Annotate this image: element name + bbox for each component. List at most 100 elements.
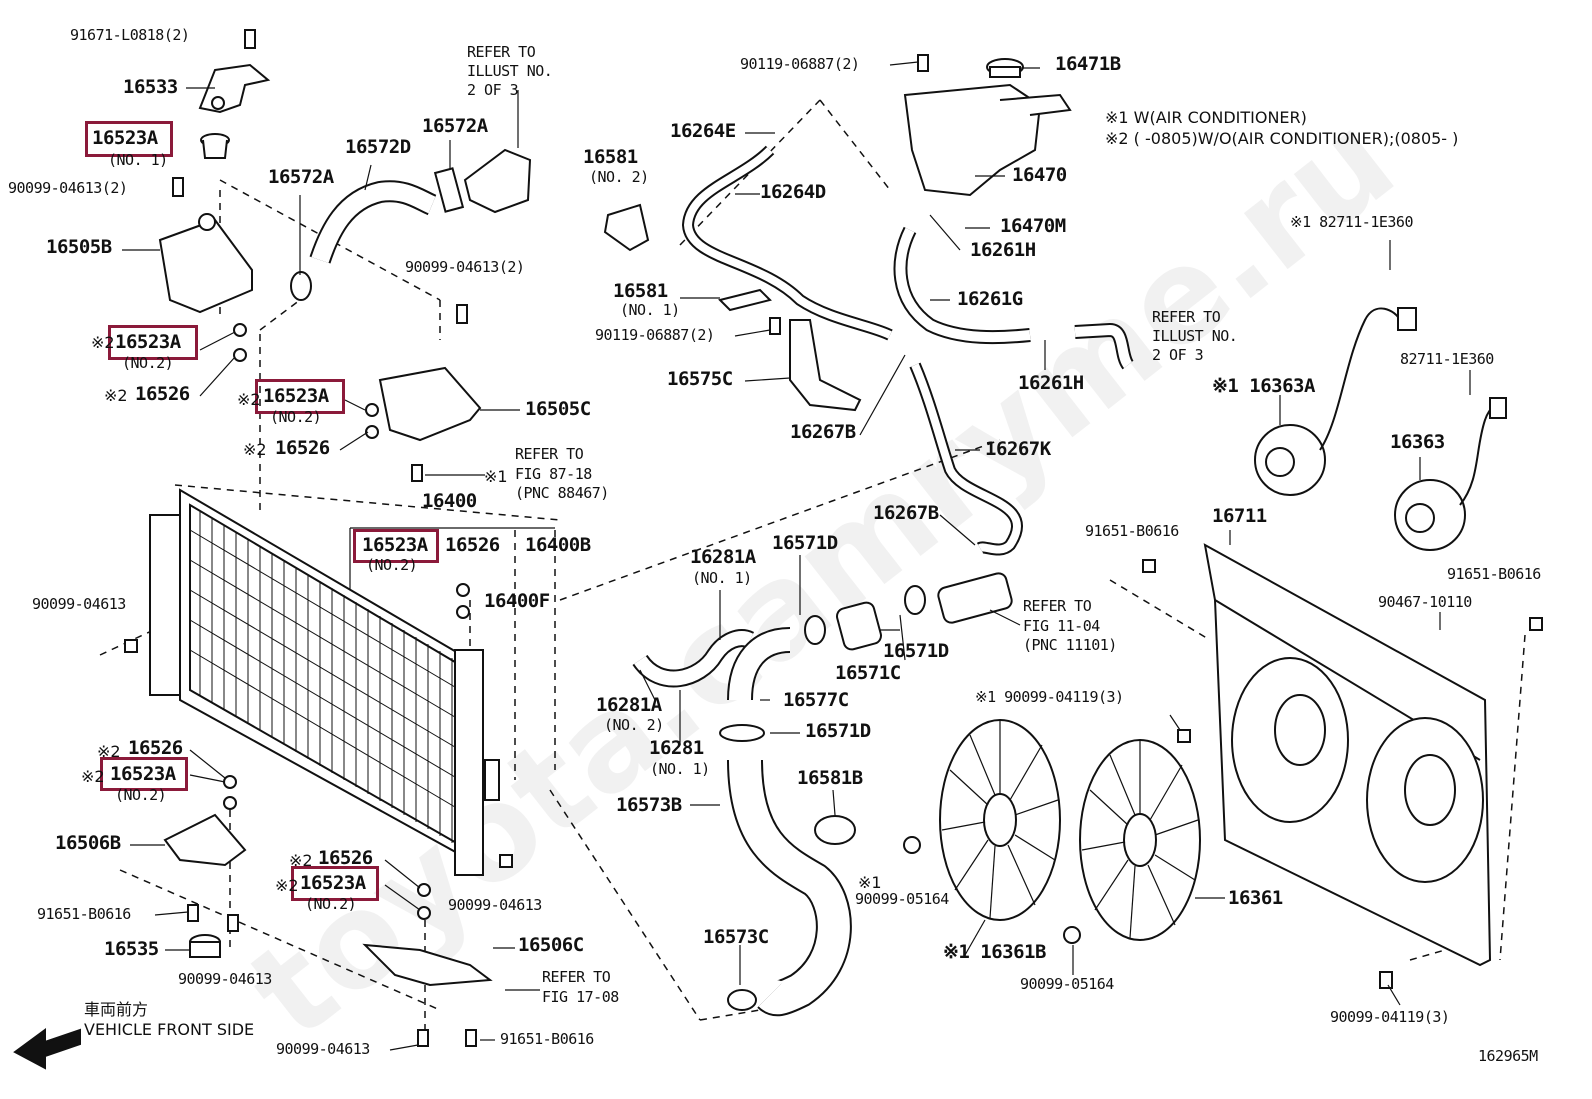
label-90099-04613-c[interactable]: 90099-04613: [448, 896, 542, 914]
label-16571d-b[interactable]: 16571D: [883, 640, 949, 662]
bracket-16506b: [163, 813, 247, 867]
label-90099-04613-a[interactable]: 90099-04613: [32, 595, 126, 613]
note-marker-2: ※2: [104, 386, 128, 405]
highlight-box-16523a-4: [353, 529, 439, 563]
label-16281a-no1-sub: (NO. 1): [692, 569, 752, 587]
label-91651-b0616-a[interactable]: 91651-B0616: [37, 905, 131, 923]
label-16523a-no2-b[interactable]: 16523A: [263, 385, 329, 407]
label-16363a[interactable]: ※1 16363A: [1212, 375, 1315, 397]
refer-illust-2[interactable]: REFER TO ILLUST NO. 2 OF 3: [1152, 308, 1238, 364]
label-16581-no2[interactable]: 16581: [583, 146, 638, 168]
label-16523a-no2-d[interactable]: 16523A: [110, 763, 176, 785]
highlight-box-16523a-2: [108, 325, 198, 360]
label-16523a-no2-c[interactable]: 16523A: [362, 534, 428, 556]
refer-illust-1[interactable]: REFER TO ILLUST NO. 2 OF 3: [467, 43, 553, 99]
label-16523a-no2-e-sub: (NO.2): [305, 895, 357, 913]
label-16523a-no1[interactable]: 16523A: [92, 127, 158, 149]
label-16506b[interactable]: 16506B: [55, 832, 121, 854]
label-16470m[interactable]: 16470M: [1000, 215, 1066, 237]
label-16573c[interactable]: 16573C: [703, 926, 769, 948]
label-16577c[interactable]: 16577C: [783, 689, 849, 711]
refer-fig-11-04[interactable]: REFER TO FIG 11-04 (PNC 11101): [1023, 597, 1117, 654]
note-marker-1: ※1: [858, 873, 882, 892]
label-16581b[interactable]: 16581B: [797, 767, 863, 789]
refer-fig-87-18[interactable]: REFER TO FIG 87-18 (PNC 88467): [515, 445, 609, 502]
label-16523a-no1-sub: (NO. 1): [108, 151, 168, 169]
label-82711-1e360-b[interactable]: 82711-1E360: [1400, 350, 1494, 368]
highlight-box-16523a-5: [100, 757, 188, 791]
label-16571c[interactable]: 16571C: [835, 662, 901, 684]
label-16281[interactable]: 16281: [649, 737, 704, 759]
label-90099-04119-3a[interactable]: ※1 90099-04119(3): [975, 688, 1124, 706]
label-16264d[interactable]: 16264D: [760, 181, 826, 203]
label-16400b[interactable]: 16400B: [525, 534, 591, 556]
front-side-en: VEHICLE FRONT SIDE: [84, 1020, 255, 1039]
label-90099-04613-b[interactable]: 90099-04613: [178, 970, 272, 988]
label-16526-a[interactable]: 16526: [135, 383, 190, 405]
label-90099-04119-3b[interactable]: 90099-04119(3): [1330, 1008, 1450, 1026]
mount-16535: [189, 934, 221, 958]
label-16571d-c[interactable]: 16571D: [805, 720, 871, 742]
label-90099-05164-b[interactable]: 90099-05164: [1020, 975, 1114, 993]
label-16506c[interactable]: 16506C: [518, 934, 584, 956]
label-82711-1e360-a[interactable]: ※1 82711-1E360: [1290, 213, 1413, 231]
note-marker-2: ※2: [81, 767, 105, 786]
bracket-16581: [603, 203, 772, 312]
label-16267b-a[interactable]: 16267B: [790, 421, 856, 443]
label-16281a-no1[interactable]: 16281A: [690, 546, 756, 568]
label-16400f[interactable]: 16400F: [484, 590, 550, 612]
label-16471b[interactable]: 16471B: [1055, 53, 1121, 75]
label-90467-10110[interactable]: 90467-10110: [1378, 593, 1472, 611]
label-16261h-a[interactable]: 16261H: [970, 239, 1036, 261]
label-16535[interactable]: 16535: [104, 938, 159, 960]
bracket-16575c: [789, 319, 862, 412]
front-arrow-icon: [13, 1028, 81, 1070]
label-91671-l0818[interactable]: 91671-L0818(2): [70, 26, 190, 44]
label-16470[interactable]: 16470: [1012, 164, 1067, 186]
note-marker-2: ※2: [91, 333, 115, 352]
label-16711[interactable]: 16711: [1212, 505, 1267, 527]
label-16581-no2-sub: (NO. 2): [589, 168, 649, 186]
label-16571d-a[interactable]: 16571D: [772, 532, 838, 554]
note-1: ※1 W(AIR CONDITIONER): [1105, 108, 1307, 127]
label-16505c[interactable]: 16505C: [525, 398, 591, 420]
hose-16572d: [309, 180, 437, 264]
label-16572a-right[interactable]: 16572A: [422, 115, 488, 137]
label-16505b[interactable]: 16505B: [46, 236, 112, 258]
label-16400[interactable]: 16400: [422, 490, 477, 512]
label-90119-06887-2b[interactable]: 90119-06887(2): [595, 326, 715, 344]
label-16523a-no2-a[interactable]: 16523A: [115, 331, 181, 353]
label-16267k[interactable]: 16267K: [985, 438, 1051, 460]
label-16575c[interactable]: 16575C: [667, 368, 733, 390]
label-16267b-b[interactable]: 16267B: [873, 502, 939, 524]
label-16281a-no2[interactable]: 16281A: [596, 694, 662, 716]
label-90099-04613-2b[interactable]: 90099-04613(2): [405, 258, 525, 276]
label-16361[interactable]: 16361: [1228, 887, 1283, 909]
label-16526-b[interactable]: 16526: [275, 437, 330, 459]
label-91651-b0616-b[interactable]: 91651-B0616: [500, 1030, 594, 1048]
label-16572a-left[interactable]: 16572A: [268, 166, 334, 188]
label-16281a-no2-sub: (NO. 2): [604, 716, 664, 734]
label-16523a-no2-e[interactable]: 16523A: [300, 872, 366, 894]
label-16363[interactable]: 16363: [1390, 431, 1445, 453]
label-16264e[interactable]: 16264E: [670, 120, 736, 142]
label-16526-e[interactable]: 16526: [318, 847, 373, 869]
label-90099-05164-a[interactable]: 90099-05164: [855, 890, 949, 908]
shroud-16711: [1203, 543, 1492, 967]
label-16526-d[interactable]: 16526: [128, 737, 183, 759]
label-16261h-b[interactable]: 16261H: [1018, 372, 1084, 394]
label-90099-04613-2a[interactable]: 90099-04613(2): [8, 179, 128, 197]
label-90099-04613-d[interactable]: 90099-04613: [276, 1040, 370, 1058]
label-16533[interactable]: 16533: [123, 76, 178, 98]
label-16526-c[interactable]: 16526: [445, 534, 500, 556]
label-16361b[interactable]: ※1 16361B: [943, 941, 1046, 963]
label-16573b[interactable]: 16573B: [616, 794, 682, 816]
label-16581-no1[interactable]: 16581: [613, 280, 668, 302]
label-16261g[interactable]: 16261G: [957, 288, 1023, 310]
label-91651-b0616-d[interactable]: 91651-B0616: [1447, 565, 1541, 583]
label-91651-b0616-c[interactable]: 91651-B0616: [1085, 522, 1179, 540]
label-90119-06887-2a[interactable]: 90119-06887(2): [740, 55, 860, 73]
label-16572d[interactable]: 16572D: [345, 136, 411, 158]
refer-fig-17-08[interactable]: REFER TO FIG 17-08: [542, 968, 619, 1006]
